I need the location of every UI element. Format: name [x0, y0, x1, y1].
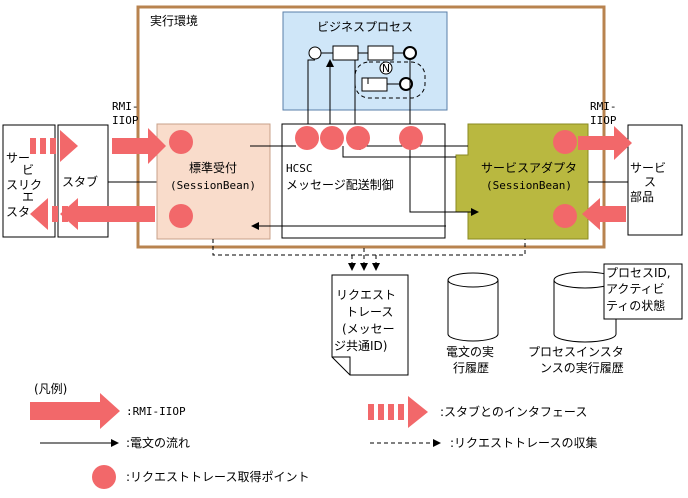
trace-point-reception-out [169, 204, 193, 228]
message-history-label-1: 電文の実 [446, 344, 494, 359]
process-history-label-2: ンスの実行履歴 [540, 360, 624, 375]
trace-point-hcsc-1 [295, 126, 319, 150]
trace-point-reception-in [169, 130, 193, 154]
hcsc-label: HCSC [286, 162, 313, 175]
legend-rmi-arrow [30, 393, 120, 429]
service-adapter-type: (SessionBean) [486, 179, 572, 192]
hcsc-routing-label: メッセージ配送制御 [286, 177, 394, 192]
service-component-box [627, 124, 683, 236]
svg-text:アクティビ: アクティビ [606, 282, 665, 296]
svg-text:(メッセー: (メッセー [342, 322, 395, 336]
process-state-note-label: プロセスID, アクティビ ティの状態 [606, 266, 671, 313]
trace-point-hcsc-2 [320, 126, 344, 150]
svg-text:リクエスト: リクエスト [336, 288, 396, 302]
execution-env-label: 実行環境 [150, 13, 198, 28]
trace-point-adapter-in [553, 130, 577, 154]
rmi-arrow-response-left [60, 198, 155, 230]
svg-text:IIOP: IIOP [112, 114, 139, 127]
svg-text:エ: エ [22, 190, 34, 204]
stub-interface-arrow-out [30, 198, 78, 230]
svg-text:IIOP: IIOP [590, 114, 617, 127]
svg-text:RMI-: RMI- [112, 100, 139, 113]
rmi-iiop-label-right: RMI- IIOP [590, 100, 617, 127]
stub-interface-arrow-in [30, 130, 78, 162]
svg-text:スタ: スタ [6, 205, 30, 219]
svg-text:サービ: サービ [630, 161, 666, 175]
business-process-label: ビジネスプロセス [317, 20, 413, 34]
legend-title: (凡例) [34, 382, 67, 396]
legend-message-flow-label: :電文の流れ [126, 435, 190, 450]
svg-text:スリク: スリク [6, 178, 42, 192]
execution-env-box [136, 5, 606, 249]
trace-points [169, 126, 577, 228]
legend-trace-point-circle [92, 465, 116, 489]
standard-reception-label: 標準受付 [189, 160, 237, 175]
svg-text:RMI-: RMI- [590, 100, 617, 113]
rmi-iiop-label-left: RMI- IIOP [112, 100, 139, 127]
stub-label: スタブ [62, 174, 98, 189]
request-trace-label: リクエスト トレース (メッセー ジ共通ID) [334, 288, 396, 353]
legend-stub-interface-label: :スタブとのインタフェース [440, 404, 587, 419]
rmi-arrow-request-left [112, 128, 166, 164]
svg-text:N: N [382, 62, 390, 75]
message-history-db [447, 272, 499, 342]
svg-text:ビ: ビ [22, 163, 34, 177]
request-trace-document [331, 274, 409, 376]
business-process-box [282, 11, 448, 111]
svg-text:プロセスID,: プロセスID, [606, 266, 671, 280]
rmi-arrow-response-right [582, 198, 626, 230]
legend-rmi-label: :RMI-IIOP [126, 405, 186, 418]
process-history-db [553, 271, 617, 343]
trace-point-hcsc-3 [346, 126, 370, 150]
svg-text:ジ共通ID): ジ共通ID) [334, 339, 387, 353]
svg-text:ティの状態: ティの状態 [606, 298, 665, 313]
process-history-label-1: プロセスインスタ [528, 345, 624, 359]
standard-reception-type: (SessionBean) [170, 179, 256, 192]
svg-text:部品: 部品 [630, 189, 654, 204]
message-history-label-2: 行履歴 [453, 361, 489, 375]
process-flow-graphic: N [307, 45, 426, 134]
process-state-note [603, 263, 683, 320]
service-requester-label: サー ビ スリク エ スタ [6, 151, 42, 219]
svg-text:トレース: トレース [346, 305, 393, 319]
rmi-arrow-request-right [578, 126, 632, 160]
legend-trace-collect-label: :リクエストトレースの収集 [450, 435, 597, 450]
message-flow-lines [250, 145, 479, 230]
legend-trace-point-label: :リクエストトレース取得ポイント [126, 469, 309, 484]
service-component-label: サービ ス 部品 [630, 161, 666, 204]
svg-text:ス: ス [644, 175, 656, 189]
trace-point-adapter-out [553, 204, 577, 228]
trace-collection-lines [212, 239, 526, 271]
svg-text:サー: サー [6, 151, 30, 165]
service-adapter-label: サービスアダプタ [481, 160, 577, 175]
legend-stub-interface-arrow [368, 396, 428, 428]
trace-point-hcsc-4 [399, 126, 423, 150]
